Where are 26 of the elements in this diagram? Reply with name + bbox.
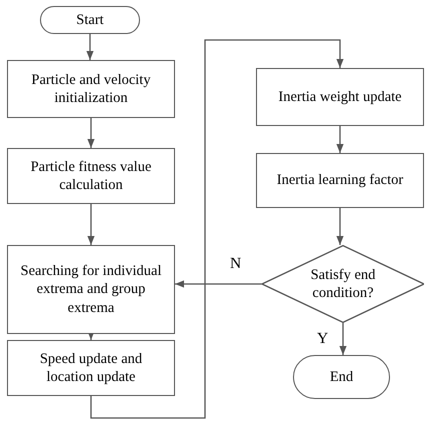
process-box xyxy=(256,153,424,208)
arrow xyxy=(90,39,344,419)
arrow xyxy=(86,34,94,60)
node-text: Speed update and location update xyxy=(38,350,144,386)
terminal-box xyxy=(40,6,140,34)
arrow xyxy=(175,280,262,288)
process-box xyxy=(7,245,175,334)
node-text: Particle fitness value calculation xyxy=(30,158,152,194)
terminal-box xyxy=(293,355,390,399)
arrow xyxy=(339,323,347,355)
node-text: Inertia weight update xyxy=(278,88,402,106)
arrow xyxy=(87,204,95,245)
node-text: Start xyxy=(76,10,104,30)
arrow xyxy=(336,126,344,153)
process-box xyxy=(7,340,175,396)
node-text: Inertia learning factor xyxy=(276,171,404,190)
decision-diamond xyxy=(262,245,424,323)
process-box xyxy=(256,68,424,126)
arrow xyxy=(87,118,95,148)
process-box xyxy=(7,148,175,204)
node-text: Particle and velocity initialization xyxy=(30,70,152,108)
node-text: Satisfy end condition? xyxy=(310,266,376,302)
node-text: End xyxy=(330,368,354,386)
arrow xyxy=(336,208,344,245)
node-text: Searching for individual extrema and group extrema xyxy=(20,262,162,317)
process-box xyxy=(7,60,175,118)
